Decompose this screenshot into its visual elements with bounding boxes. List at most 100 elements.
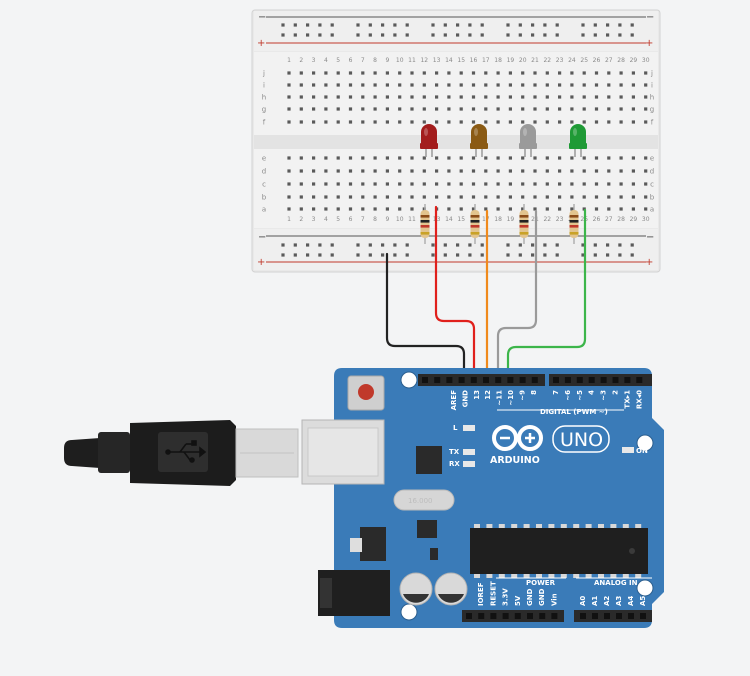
breadboard-hole[interactable] (631, 83, 635, 87)
breadboard-hole[interactable] (484, 195, 488, 199)
rail-hole[interactable] (356, 23, 360, 27)
breadboard-hole[interactable] (484, 156, 488, 160)
breadboard-hole[interactable] (545, 156, 549, 160)
header-socket[interactable] (539, 613, 546, 619)
rail-hole[interactable] (281, 23, 285, 27)
breadboard-hole[interactable] (398, 169, 402, 173)
header-socket[interactable] (514, 613, 521, 619)
breadboard-hole[interactable] (533, 195, 537, 199)
breadboard-hole[interactable] (312, 71, 316, 75)
breadboard-hole[interactable] (299, 169, 303, 173)
breadboard-hole[interactable] (459, 195, 463, 199)
breadboard-hole[interactable] (631, 71, 635, 75)
breadboard-hole[interactable] (607, 71, 611, 75)
breadboard-hole[interactable] (484, 182, 488, 186)
breadboard-hole[interactable] (521, 169, 525, 173)
breadboard-hole[interactable] (447, 120, 451, 124)
header-socket[interactable] (470, 377, 477, 383)
red-led[interactable] (420, 124, 438, 157)
breadboard-hole[interactable] (398, 95, 402, 99)
rail-hole[interactable] (330, 33, 334, 37)
breadboard-hole[interactable] (521, 156, 525, 160)
breadboard-hole[interactable] (312, 156, 316, 160)
breadboard-hole[interactable] (484, 120, 488, 124)
breadboard-hole[interactable] (336, 195, 340, 199)
breadboard-hole[interactable] (312, 182, 316, 186)
header-socket[interactable] (446, 377, 453, 383)
breadboard-hole[interactable] (348, 107, 353, 111)
breadboard-hole[interactable] (361, 107, 365, 111)
header-socket[interactable] (422, 377, 428, 383)
breadboard-hole[interactable] (459, 95, 463, 99)
rail-hole[interactable] (593, 33, 597, 37)
breadboard-hole[interactable] (521, 107, 525, 111)
breadboard-hole[interactable] (607, 107, 611, 111)
breadboard-hole[interactable] (287, 182, 291, 186)
breadboard-hole[interactable] (570, 83, 574, 87)
breadboard-hole[interactable] (385, 95, 389, 99)
header-socket[interactable] (527, 613, 533, 619)
breadboard-hole[interactable] (398, 156, 402, 160)
rail-hole[interactable] (593, 243, 597, 247)
rail-hole[interactable] (618, 23, 622, 27)
breadboard-hole[interactable] (287, 120, 291, 124)
breadboard-hole[interactable] (447, 107, 451, 111)
breadboard-hole[interactable] (299, 107, 303, 111)
rail-hole[interactable] (581, 33, 585, 37)
breadboard-hole[interactable] (373, 182, 377, 186)
breadboard-hole[interactable] (361, 169, 365, 173)
breadboard-hole[interactable] (312, 107, 316, 111)
breadboard-hole[interactable] (570, 195, 574, 199)
rail-hole[interactable] (306, 253, 310, 257)
breadboard[interactable]: − − + + 11223344556677889910101111121213… (251, 9, 661, 273)
breadboard-hole[interactable] (447, 207, 451, 211)
rail-hole[interactable] (506, 23, 510, 27)
rail-hole[interactable] (443, 33, 447, 37)
rail-hole[interactable] (443, 253, 447, 257)
rail-hole[interactable] (506, 243, 510, 247)
breadboard-hole[interactable] (508, 207, 512, 211)
breadboard-hole[interactable] (594, 195, 599, 199)
rail-hole[interactable] (456, 243, 460, 247)
rail-hole[interactable] (506, 253, 510, 257)
rail-hole[interactable] (318, 23, 322, 27)
breadboard-hole[interactable] (373, 107, 377, 111)
rail-hole[interactable] (330, 23, 334, 27)
breadboard-hole[interactable] (447, 156, 451, 160)
rail-hole[interactable] (630, 243, 634, 247)
rail-hole[interactable] (281, 33, 285, 37)
breadboard-hole[interactable] (299, 156, 303, 160)
breadboard-hole[interactable] (312, 95, 316, 99)
breadboard-hole[interactable] (447, 169, 451, 173)
rail-hole[interactable] (468, 243, 472, 247)
rail-hole[interactable] (431, 253, 435, 257)
rail-hole[interactable] (293, 23, 297, 27)
breadboard-hole[interactable] (607, 169, 611, 173)
breadboard-hole[interactable] (435, 83, 439, 87)
breadboard-hole[interactable] (508, 195, 512, 199)
breadboard-hole[interactable] (410, 207, 414, 211)
breadboard-hole[interactable] (545, 83, 549, 87)
breadboard-hole[interactable] (422, 71, 426, 75)
rail-hole[interactable] (480, 23, 484, 27)
breadboard-hole[interactable] (447, 71, 451, 75)
breadboard-hole[interactable] (533, 71, 537, 75)
breadboard-hole[interactable] (410, 195, 414, 199)
rail-hole[interactable] (393, 243, 397, 247)
breadboard-hole[interactable] (594, 83, 599, 87)
header-socket[interactable] (483, 377, 489, 383)
breadboard-hole[interactable] (373, 95, 377, 99)
header-socket[interactable] (466, 613, 472, 619)
breadboard-hole[interactable] (582, 71, 586, 75)
breadboard-hole[interactable] (336, 95, 340, 99)
breadboard-hole[interactable] (631, 207, 635, 211)
rail-hole[interactable] (318, 253, 322, 257)
breadboard-hole[interactable] (558, 195, 562, 199)
breadboard-hole[interactable] (471, 195, 476, 199)
breadboard-hole[interactable] (582, 182, 586, 186)
breadboard-hole[interactable] (422, 95, 426, 99)
breadboard-hole[interactable] (582, 207, 586, 211)
rail-hole[interactable] (618, 253, 622, 257)
breadboard-hole[interactable] (471, 156, 476, 160)
